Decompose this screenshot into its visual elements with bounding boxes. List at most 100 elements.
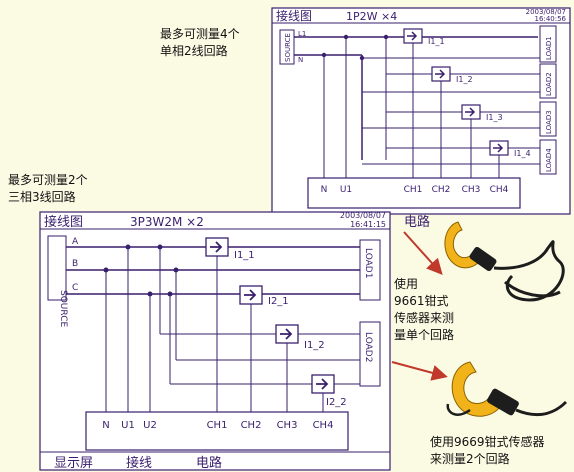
loads-top: LOAD1 LOAD2 LOAD3 LOAD4 <box>539 25 557 175</box>
caption-line: 9661钳式 <box>394 294 449 308</box>
current-label: I1_2 <box>304 340 325 351</box>
caption-four-single-phase: 最多可测量4个 单相2线回路 <box>160 26 240 60</box>
current-label: I1_2 <box>456 75 473 84</box>
arrow-right-icon <box>435 69 446 79</box>
caption-line: 量单个回路 <box>394 328 455 342</box>
caption-two-three-phase: 最多可测量2个 三相3线回路 <box>8 172 88 206</box>
arrow-right-icon <box>316 378 329 390</box>
caption-line: 最多可测量4个 <box>160 27 240 41</box>
terminal-label: CH1 <box>207 420 228 431</box>
sensor-cable <box>446 403 471 416</box>
wiring-mode: 1P2W ×4 <box>346 10 397 23</box>
terminal-label: N <box>102 420 109 431</box>
arrow-right-icon <box>280 328 293 340</box>
current-label: I1_1 <box>428 37 445 46</box>
load-box <box>539 101 557 137</box>
current-label: I2_2 <box>326 397 347 408</box>
source-box <box>47 235 67 301</box>
clamp-sensor-9669 <box>446 361 568 417</box>
load-box <box>539 63 557 99</box>
sensor-cable <box>504 280 561 298</box>
screen-title: 接线图 <box>44 214 83 230</box>
load-label: LOAD1 <box>363 248 373 278</box>
screen-time: 16:41:15 <box>350 220 386 229</box>
screen-date: 2003/08/07 <box>526 8 566 16</box>
terminal-label: CH2 <box>432 185 451 195</box>
caption-line: 最多可测量2个 <box>8 173 88 187</box>
terminal-block <box>85 411 349 451</box>
arrow-right-icon <box>493 143 504 153</box>
load-label: LOAD1 <box>545 36 553 60</box>
screen-title: 接线图 <box>276 8 312 23</box>
clamp-handle <box>469 246 497 272</box>
junction-dot <box>173 267 179 273</box>
junction-dot <box>157 244 163 250</box>
wiring-mode: 3P3W2M ×2 <box>130 215 204 229</box>
line-label-n: N <box>298 56 303 64</box>
caption-line: 使用9669钳式传感器 <box>430 435 545 449</box>
load-label: LOAD3 <box>545 110 553 134</box>
load-box <box>359 239 381 301</box>
current-label: I1_1 <box>234 250 255 261</box>
current-label: I1_3 <box>486 113 503 122</box>
source-label: SOURCE <box>58 290 68 327</box>
caption-line: 使用 <box>394 277 419 291</box>
load-box <box>539 25 557 63</box>
junction-dot <box>343 34 349 40</box>
terminal-label: N <box>321 185 328 195</box>
ct-clamps-bottom: I1_1 I2_1 I1_2 I2_2 <box>205 237 347 408</box>
arrow-right-icon <box>210 241 223 253</box>
line-label-l1: L1 <box>298 30 306 38</box>
arrow-right-icon <box>407 31 418 41</box>
terminal-label: CH3 <box>277 420 298 431</box>
junction-dot <box>359 55 365 61</box>
load-label: LOAD4 <box>545 148 553 172</box>
terminal-label: U1 <box>340 185 352 195</box>
phase-label-a: A <box>72 237 79 247</box>
caption-line: 传感器来测 <box>394 311 455 325</box>
phase-label-b: B <box>72 259 78 269</box>
screen-1p2w: 接线图 1P2W ×4 2003/08/07 16:40:56 SOURCE L… <box>271 7 571 215</box>
terminal-label: U1 <box>121 420 135 431</box>
arrow-right-icon <box>465 107 476 117</box>
clamp-sensor-9661 <box>444 221 565 302</box>
menu-circuit[interactable]: 电路 <box>196 455 222 471</box>
arrow-right-icon <box>244 289 257 301</box>
terminal-label: CH4 <box>313 420 334 431</box>
screen-3p3w2m: 接线图 3P3W2M ×2 2003/08/07 16:41:15 SOURCE… <box>39 211 391 471</box>
menu-circuit-extra: 电路 <box>404 214 430 230</box>
source-box <box>279 29 295 65</box>
screen-date: 2003/08/07 <box>340 211 386 220</box>
caption-line: 单相2线回路 <box>160 44 228 58</box>
menu-display[interactable]: 显示屏 <box>54 456 93 471</box>
load-label: LOAD2 <box>363 332 373 362</box>
load-label: LOAD2 <box>545 72 553 96</box>
junction-dot <box>103 267 109 273</box>
source-label: SOURCE <box>284 33 292 62</box>
caption-line: 三相3线回路 <box>8 190 76 204</box>
menu-wiring[interactable]: 接线 <box>126 455 152 471</box>
current-label: I1_4 <box>514 149 531 158</box>
junction-dot <box>383 34 389 40</box>
terminal-label: CH4 <box>490 185 509 195</box>
junction-dot <box>167 291 173 297</box>
pointer-arrow <box>403 231 443 275</box>
terminal-block <box>307 177 521 209</box>
terminal-label: U2 <box>143 420 157 431</box>
ct-clamps-top: I1_1 I1_2 I1_3 I1_4 <box>403 28 531 158</box>
sensor-cable <box>493 240 565 302</box>
load-box <box>539 139 557 175</box>
load-box <box>359 321 381 387</box>
current-label: I2_1 <box>268 296 289 307</box>
junction-dot <box>321 52 327 58</box>
screen-time: 16:40:56 <box>535 15 567 23</box>
pointer-arrow <box>391 361 448 381</box>
sensor-cable <box>515 400 568 416</box>
clamp-handle <box>487 388 519 416</box>
caption-clamp-9661: 使用 9661钳式 传感器来测 量单个回路 <box>394 276 454 344</box>
terminal-label: CH2 <box>241 420 262 431</box>
caption-line: 来测量2个回路 <box>430 452 510 466</box>
terminal-label: CH3 <box>462 185 481 195</box>
terminal-label: CH1 <box>404 185 423 195</box>
